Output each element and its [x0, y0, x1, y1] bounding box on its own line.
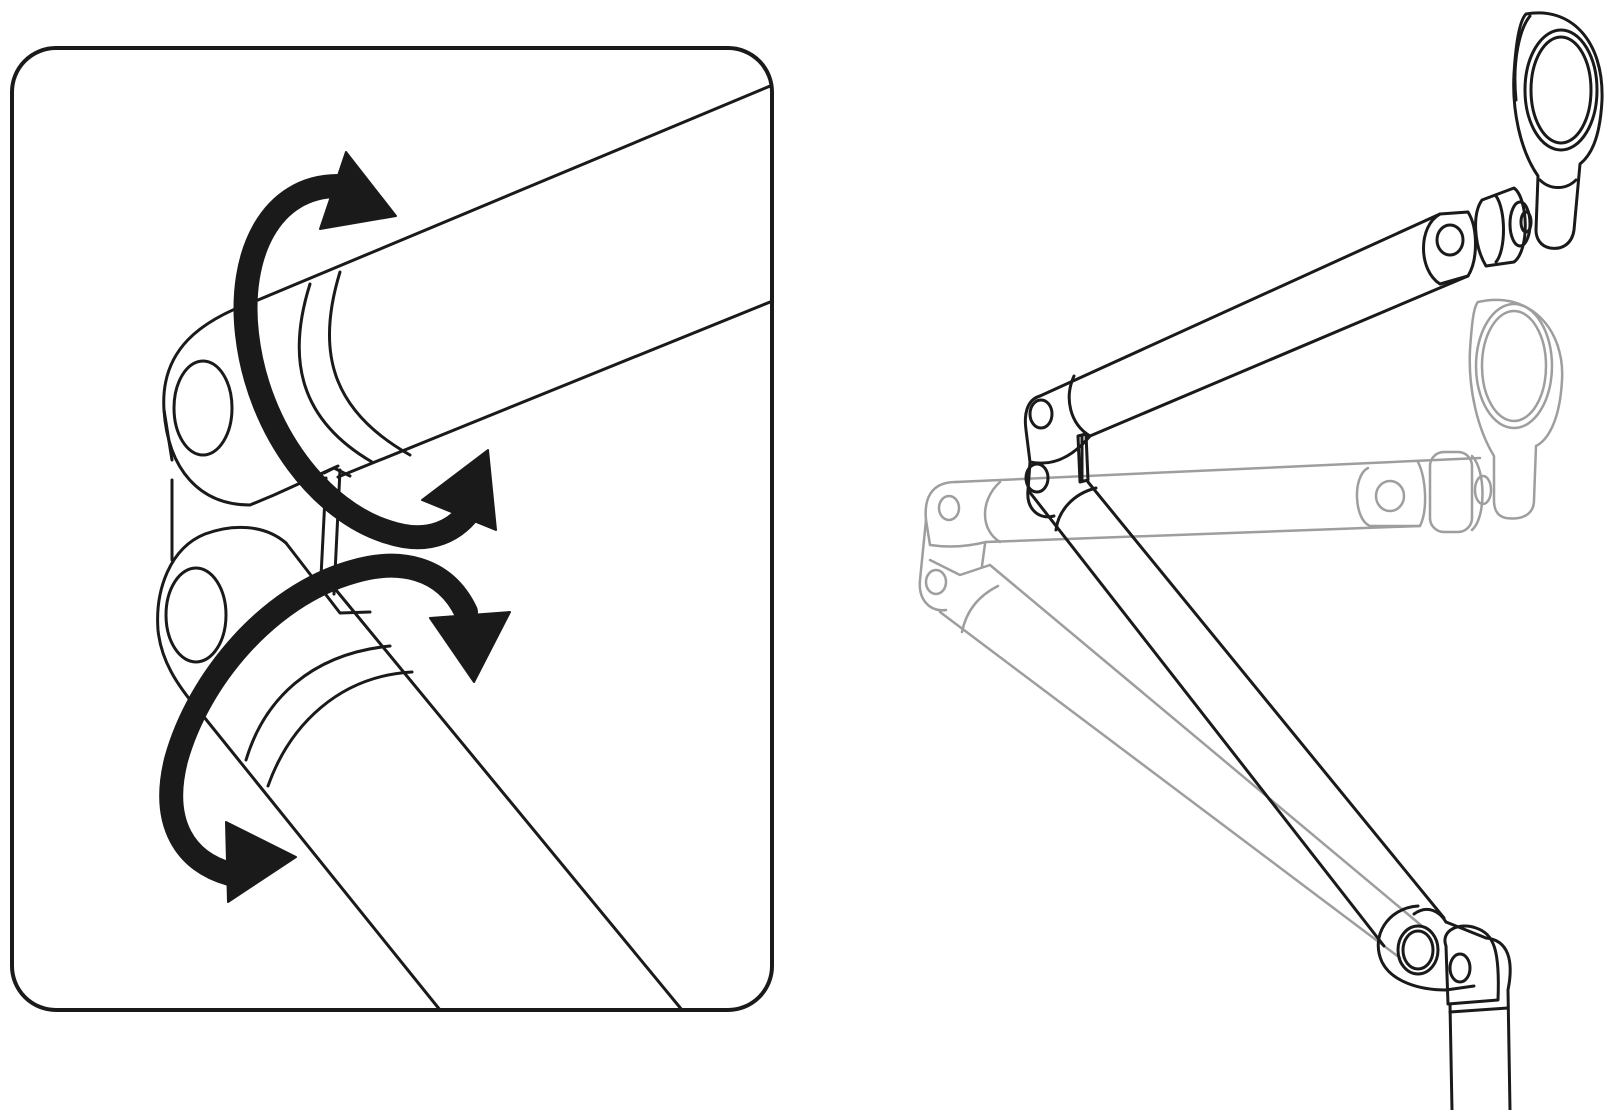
upper-joint-knuckle: [162, 298, 340, 507]
lower-pivot-hole: [164, 566, 228, 664]
ghost-arm-position: [918, 298, 1564, 960]
main-upper-arm: [1023, 212, 1470, 465]
main-lower-arm: [1026, 480, 1446, 948]
inset-frame: [10, 46, 774, 1012]
detail-inset-panel: [10, 46, 774, 1012]
upper-pivot-hole: [172, 359, 234, 457]
rotate-arrow-lower-icon: [159, 553, 511, 903]
upper-arm-tube: [256, 82, 772, 479]
end-pivot-hole: [1435, 223, 1465, 257]
rotate-arrow-upper-icon: [233, 151, 497, 550]
elbow-lower-pivot: [1024, 462, 1050, 494]
main-mount-ring: [1512, 11, 1604, 250]
main-base-joint: [1376, 904, 1512, 1110]
base-pivot-hole: [1396, 924, 1440, 976]
inset-contents: [156, 82, 772, 1010]
boom-arm-main: [1023, 11, 1604, 1110]
main-elbow-joint: [1024, 432, 1098, 532]
elbow-upper-pivot: [1028, 398, 1054, 430]
main-end-fitting: [1422, 186, 1533, 286]
lower-arm-tube: [198, 588, 684, 1010]
lower-joint-knuckle: [156, 525, 372, 714]
